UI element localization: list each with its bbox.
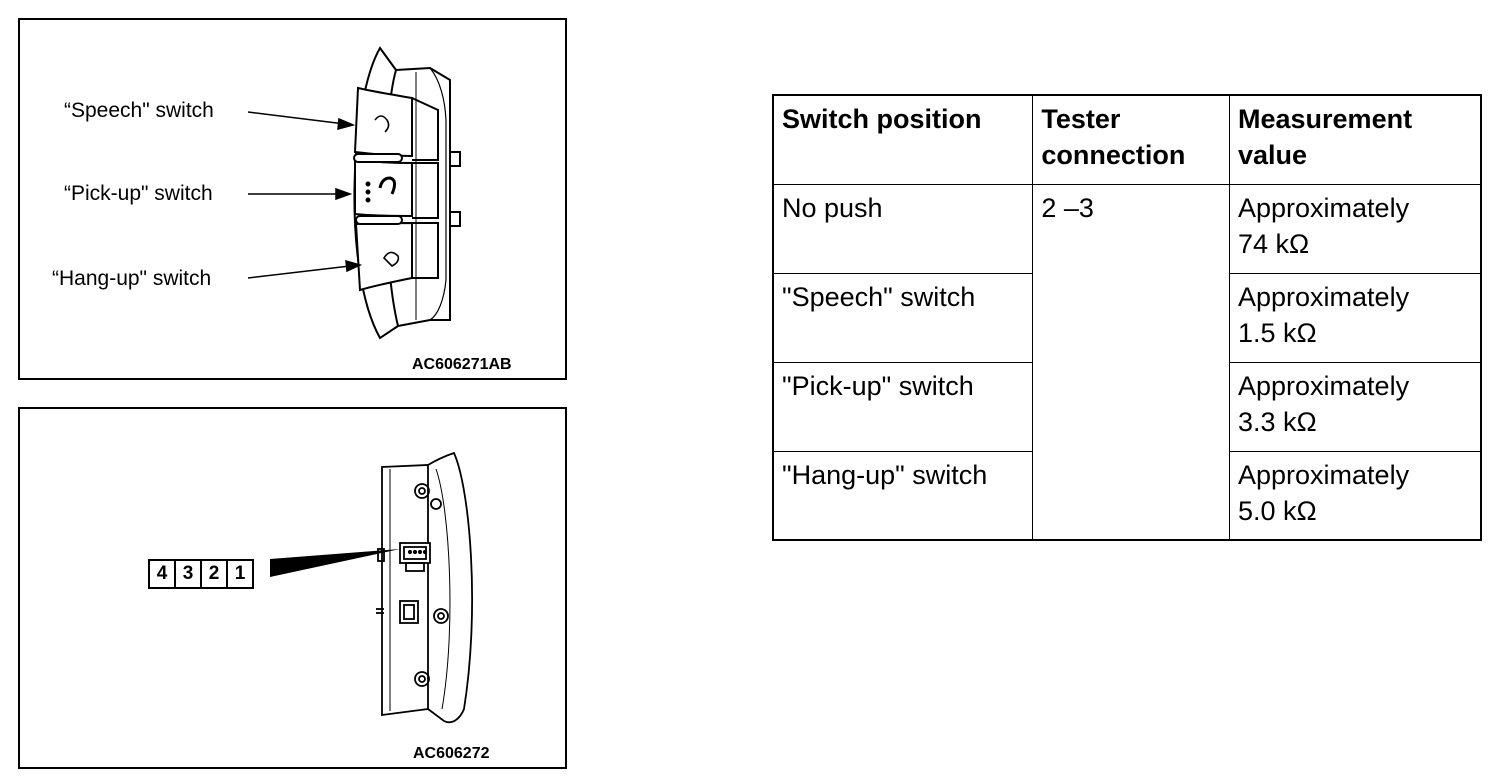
- figure-code-top: AC606271AB: [412, 356, 512, 373]
- measurement-value-cell: Approximately 3.3 kΩ: [1229, 361, 1482, 452]
- connector-pin-diagram: 4 3 2 1: [148, 559, 254, 589]
- figure-code-bottom: AC606272: [413, 745, 490, 762]
- hangup-switch-callout: “Hang-up" switch: [52, 267, 212, 290]
- connector-pin: 3: [176, 561, 202, 587]
- connector-pin: 1: [234, 563, 246, 584]
- pickup-switch-callout: “Pick-up" switch: [64, 182, 213, 205]
- table-row: "Speech" switch Approximately 1.5 kΩ: [772, 272, 1482, 363]
- resistance-measurement-table: Switch position Tester connection Measur…: [772, 94, 1482, 541]
- measurement-value-cell: Approximately 1.5 kΩ: [1229, 272, 1482, 363]
- switch-back-drawing: [270, 451, 474, 724]
- switch-position-cell: "Speech" switch: [772, 272, 1034, 363]
- connector-pin: 2: [202, 561, 228, 587]
- switch-back-illustration: 4 3 2 1 AC606272: [18, 407, 567, 769]
- measurement-value-cell: Approximately 5.0 kΩ: [1229, 450, 1482, 541]
- speech-switch-callout: “Speech" switch: [64, 99, 214, 122]
- table-row: "Pick-up" switch Approximately 3.3 kΩ: [772, 361, 1482, 452]
- switch-position-cell: No push: [772, 183, 1034, 274]
- switch-position-cell: "Pick-up" switch: [772, 361, 1034, 452]
- connector-pin: 4: [150, 561, 176, 587]
- switch-position-cell: "Hang-up" switch: [772, 450, 1034, 541]
- tester-connection-cell: 2 –3: [1032, 183, 1230, 541]
- header-tester-connection: Tester connection: [1032, 94, 1230, 185]
- table-header-row: Switch position Tester connection Measur…: [772, 94, 1482, 185]
- table-row: "Hang-up" switch Approximately 5.0 kΩ: [772, 450, 1482, 541]
- header-switch-position: Switch position: [772, 94, 1034, 185]
- table-row: No push 2 –3 Approximately 74 kΩ: [772, 183, 1482, 541]
- switch-front-drawing: [247, 46, 461, 340]
- header-measurement-value: Measurement value: [1229, 94, 1482, 185]
- measurement-value-cell: Approximately 74 kΩ: [1229, 183, 1482, 274]
- switch-front-illustration: “Speech" switch “Pick-up" switch “Hang-u…: [18, 18, 567, 380]
